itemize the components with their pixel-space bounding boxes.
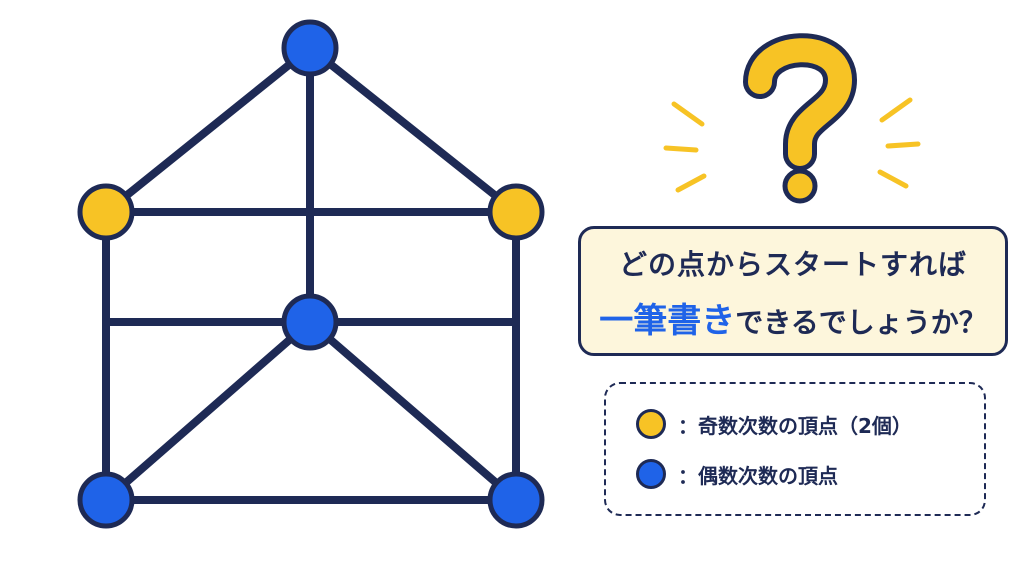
edge-top-left [102,44,314,216]
even-vertex-swatch [636,459,666,489]
vertex-upper-left-odd[interactable] [77,183,135,241]
vertex-upper-right-odd[interactable] [487,183,545,241]
question-box: どの点からスタートすれば 一筆書きできるでしょうか？ [578,226,1008,356]
edge-center-bottom-right [306,318,520,504]
legend-label-odd: ：奇数次数の頂点（2個） [678,413,912,438]
legend-item-odd: ：奇数次数の頂点（2個） [636,404,912,444]
legend-item-even: ：偶数次数の頂点 [636,454,838,494]
question-mark-icon [663,33,921,204]
emphasis-lines [663,97,921,193]
vertex-center-even[interactable] [281,293,339,351]
graph-vertices [77,19,545,529]
question-line-2: 一筆書きできるでしょうか？ [581,293,1005,342]
edge-top-right [306,44,520,216]
question-line-2-rest: できるでしょうか？ [735,306,987,339]
question-line-1: どの点からスタートすれば [618,248,967,281]
legend: ：奇数次数の頂点（2個） ：偶数次数の頂点 [604,382,986,516]
house-graph [77,19,545,529]
question-mark-graphic [660,20,940,210]
vertex-bottom-right-even[interactable] [487,471,545,529]
vertex-bottom-left-even[interactable] [77,471,135,529]
odd-vertex-swatch [636,409,666,439]
question-highlight: 一筆書き [599,301,736,341]
vertex-top-even[interactable] [281,19,339,77]
graph-edges [102,44,520,504]
edge-center-bottom-left [102,318,314,504]
legend-label-even: ：偶数次数の頂点 [678,463,838,488]
